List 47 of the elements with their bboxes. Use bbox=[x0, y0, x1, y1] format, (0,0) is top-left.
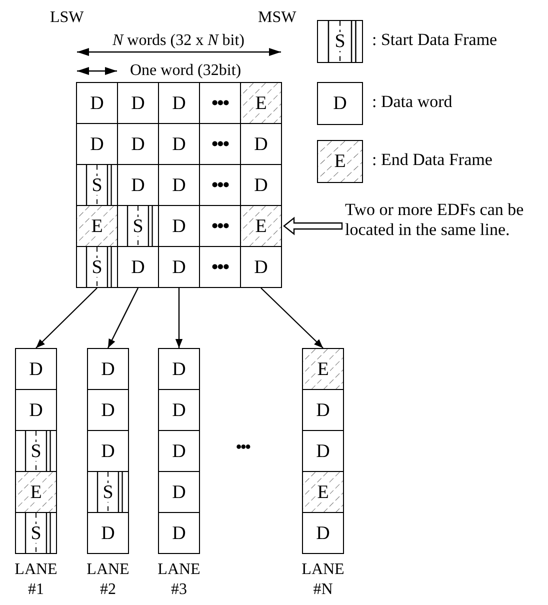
start-frame-cell: S bbox=[15, 512, 57, 554]
legend-sample: D bbox=[317, 82, 363, 125]
data-word-cell: D bbox=[302, 430, 344, 472]
legend-text: : Start Data Frame bbox=[372, 30, 498, 50]
data-word-cell: D bbox=[15, 348, 57, 390]
ellipsis: ••• bbox=[236, 438, 250, 458]
block-arrow bbox=[283, 216, 343, 236]
legend-sample: S bbox=[317, 20, 363, 63]
end-frame-cell: E bbox=[240, 82, 282, 124]
legend-text: : End Data Frame bbox=[372, 150, 492, 170]
note-text: Two or more EDFs can be located in the same line. bbox=[345, 200, 545, 240]
end-frame-cell: E bbox=[240, 205, 282, 247]
data-word-cell: D bbox=[240, 246, 282, 288]
data-word-cell: D bbox=[302, 389, 344, 431]
data-word-cell: D bbox=[87, 348, 129, 390]
end-frame-cell: E bbox=[15, 471, 57, 513]
lane-label: LANE #N bbox=[300, 560, 346, 600]
data-word-cell: D bbox=[158, 471, 200, 513]
end-label: MSW bbox=[258, 8, 296, 28]
data-word-cell: D bbox=[158, 348, 200, 390]
data-word-cell: D bbox=[87, 430, 129, 472]
data-word-cell: D bbox=[15, 389, 57, 431]
start-frame-cell: S bbox=[76, 246, 118, 288]
end-label: LSW bbox=[50, 8, 84, 28]
data-word-cell: D bbox=[76, 82, 118, 124]
legend-text: : Data word bbox=[372, 92, 452, 112]
arrow bbox=[107, 288, 139, 348]
data-word-cell: D bbox=[87, 389, 129, 431]
data-word-cell: D bbox=[158, 512, 200, 554]
legend-sample: E bbox=[317, 140, 363, 183]
end-frame-cell: E bbox=[76, 205, 118, 247]
data-word-cell: D bbox=[87, 512, 129, 554]
arrow bbox=[260, 288, 324, 348]
data-word-cell: D bbox=[302, 512, 344, 554]
end-frame-cell: E bbox=[302, 348, 344, 390]
arrow bbox=[175, 288, 183, 348]
data-word-cell: D bbox=[158, 389, 200, 431]
data-word-cell: D bbox=[158, 430, 200, 472]
dimension-label: One word (32bit) bbox=[130, 61, 242, 81]
start-frame-cell: S bbox=[15, 430, 57, 472]
end-frame-cell: E bbox=[302, 471, 344, 513]
start-frame-cell: S bbox=[87, 471, 129, 513]
dimension-label: N words (32 x N bit) bbox=[112, 31, 246, 51]
lane-label: LANE #2 bbox=[86, 560, 130, 600]
lane-label: LANE #1 bbox=[14, 560, 58, 600]
arrow bbox=[36, 288, 98, 348]
lane-label: LANE #3 bbox=[156, 560, 202, 600]
